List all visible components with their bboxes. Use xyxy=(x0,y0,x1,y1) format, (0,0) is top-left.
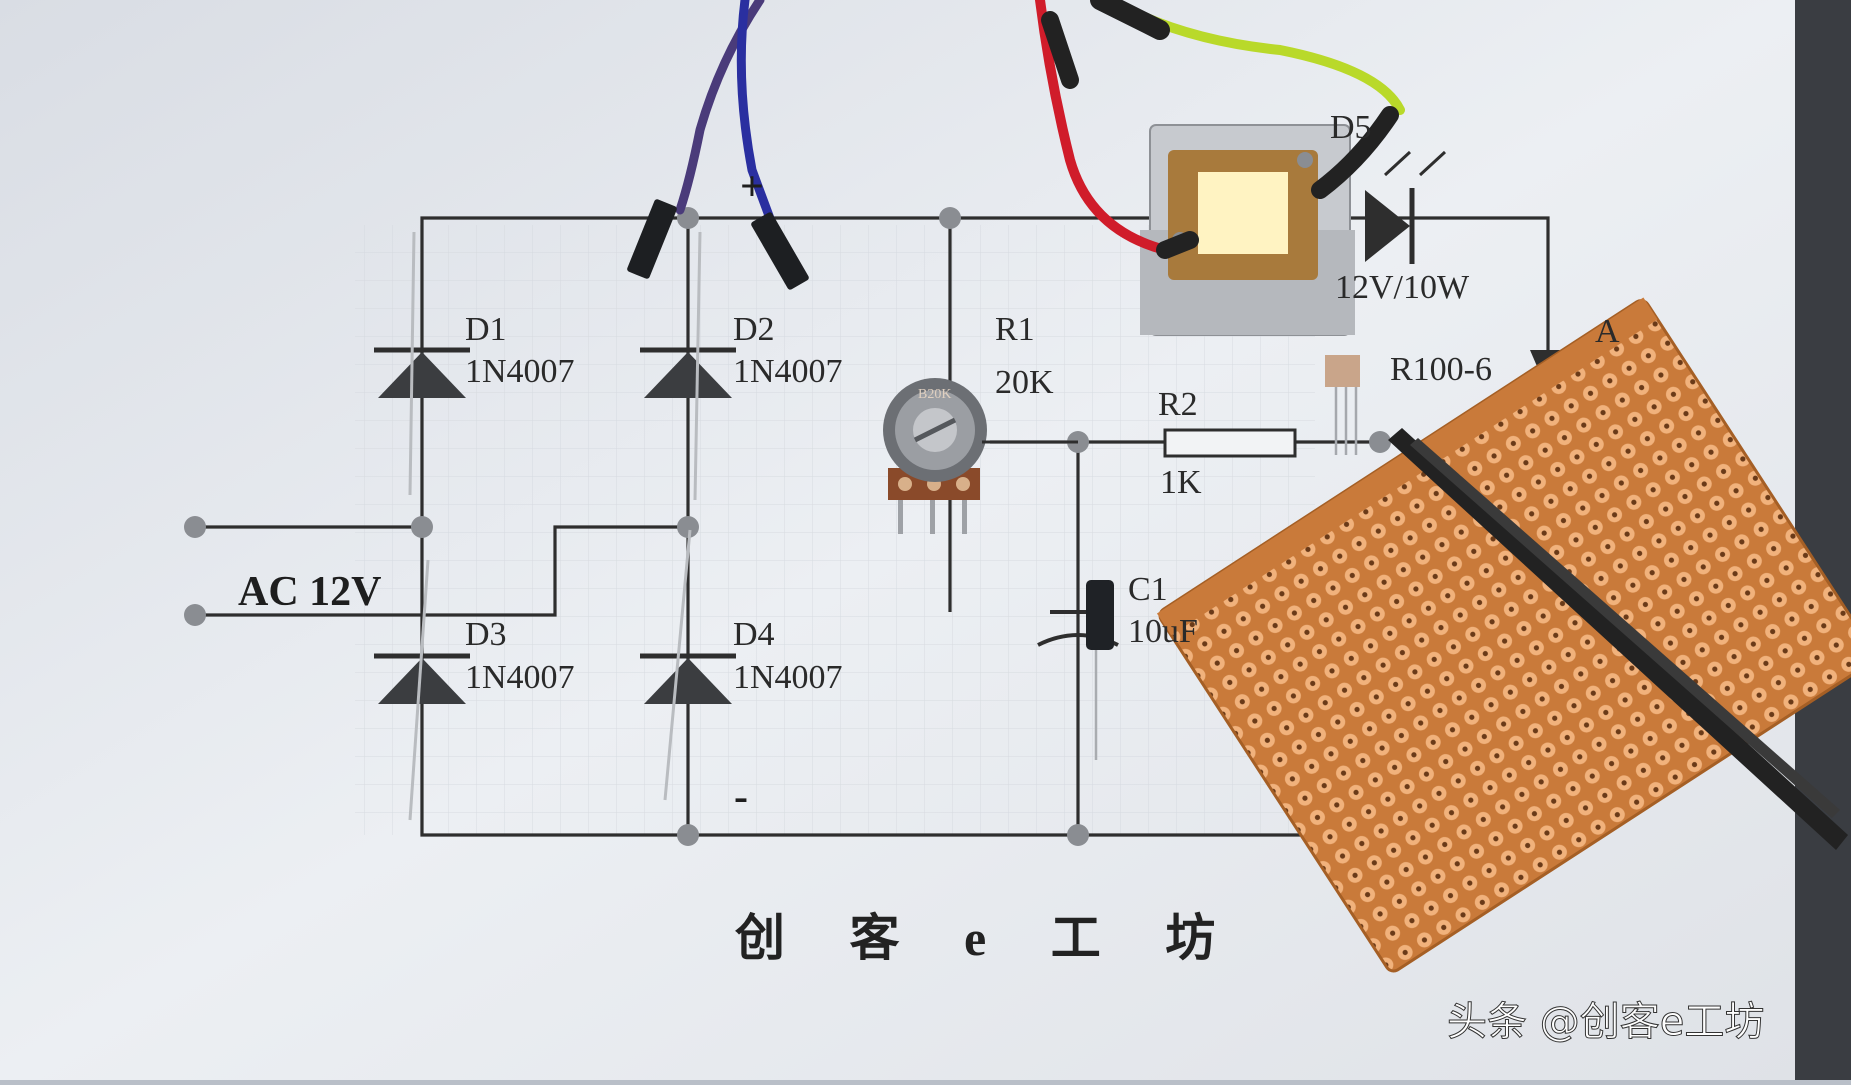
schematic-footer: 创 客 e 工 坊 xyxy=(735,910,1241,966)
d3-name: D3 xyxy=(465,616,507,653)
r2-name: R2 xyxy=(1158,386,1198,423)
plus-label: + xyxy=(740,164,764,210)
led-heatsink xyxy=(1140,124,1355,336)
jumper-wires xyxy=(675,0,1405,259)
transistor-label: R100-6 xyxy=(1390,351,1492,388)
pin-header-strip xyxy=(1388,428,1848,850)
minus-label: - xyxy=(734,774,748,820)
diode-d4-symbol xyxy=(640,529,736,801)
d4-name: D4 xyxy=(733,616,775,653)
diode-d1-symbol xyxy=(374,231,470,496)
d2-part: 1N4007 xyxy=(733,353,843,390)
d1-part: 1N4007 xyxy=(465,353,575,390)
pot-marking: B20K xyxy=(918,387,951,402)
ac-input-label: AC 12V xyxy=(238,569,382,615)
diode-d3-symbol xyxy=(374,559,470,821)
led-d5-symbol xyxy=(1365,150,1447,264)
resistor-r2-symbol xyxy=(1163,428,1297,458)
d1-name: D1 xyxy=(465,311,507,348)
r2-value: 1K xyxy=(1160,464,1202,501)
watermark: 头条 @创客e工坊 xyxy=(1447,999,1764,1045)
d2-name: D2 xyxy=(733,311,775,348)
potentiometer-r1: B20K xyxy=(883,375,1078,534)
capacitor-c1 xyxy=(1037,580,1119,760)
d5-name: D5 xyxy=(1330,109,1372,146)
led-spec: 12V/10W xyxy=(1335,269,1470,306)
anode-label: A xyxy=(1595,313,1620,350)
c1-name: C1 xyxy=(1128,571,1168,608)
r1-name: R1 xyxy=(995,311,1035,348)
d3-part: 1N4007 xyxy=(465,659,575,696)
jumper-connectors xyxy=(627,199,809,290)
d4-part: 1N4007 xyxy=(733,659,843,696)
table-edge xyxy=(1795,0,1851,1080)
pcb-board xyxy=(1156,297,1851,973)
c1-value: 10uF xyxy=(1128,613,1198,650)
r1-value: 20K xyxy=(995,364,1054,401)
diode-d2-symbol xyxy=(640,231,736,501)
